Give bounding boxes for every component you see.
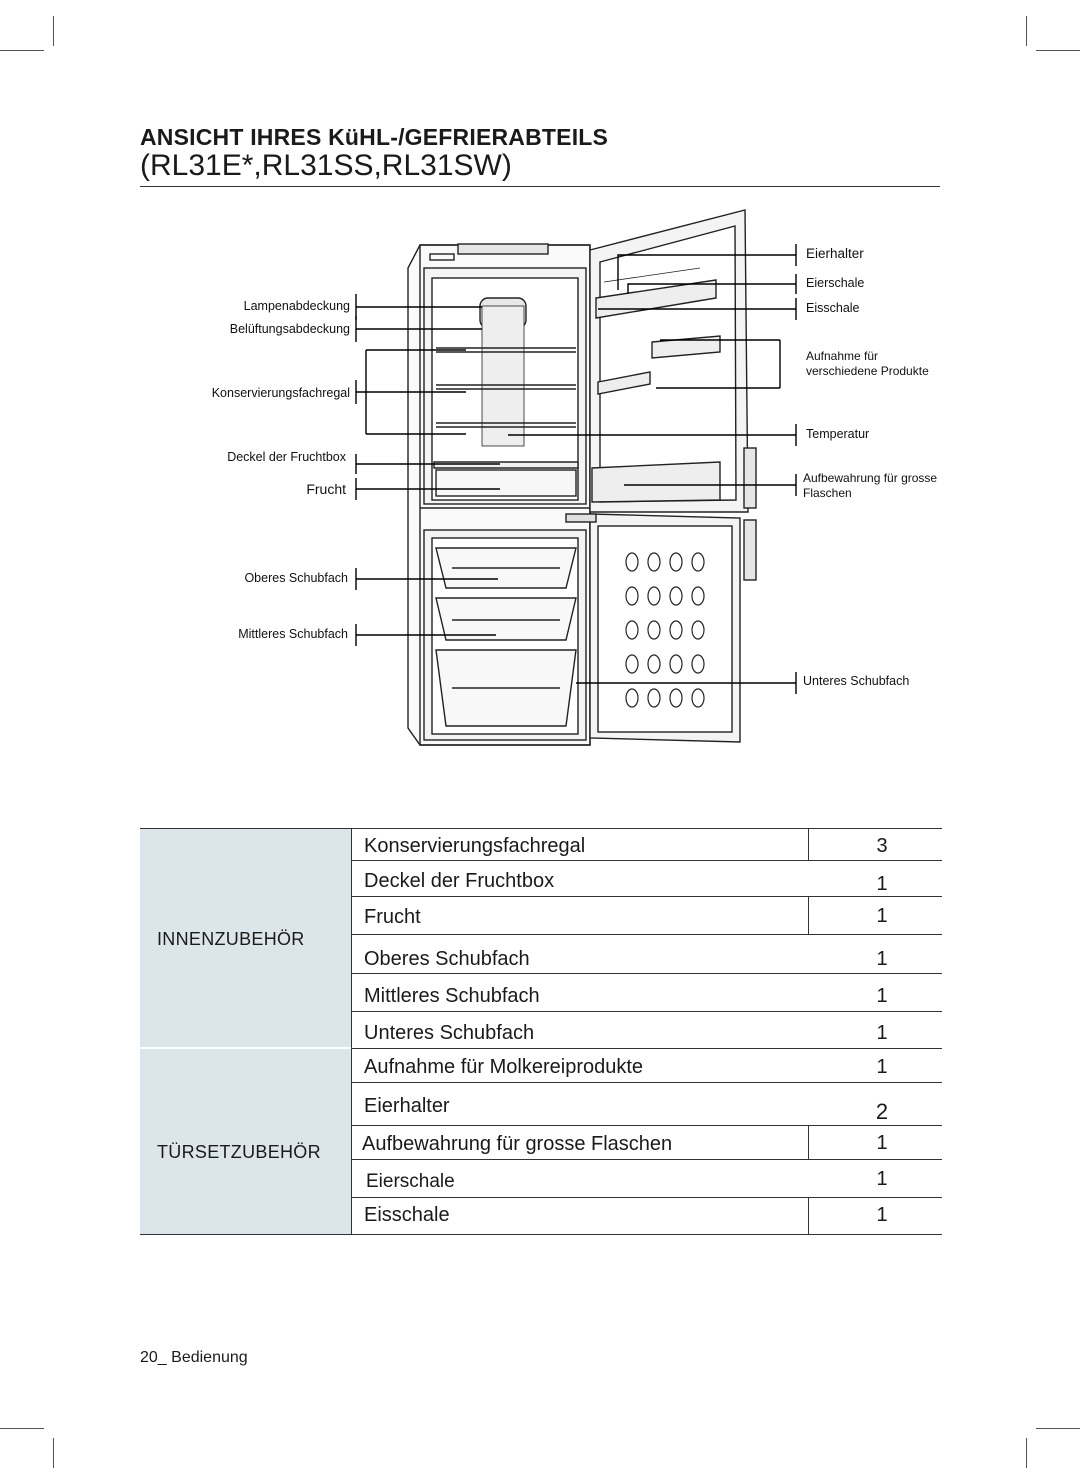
row-name: Unteres Schubfach bbox=[364, 1022, 535, 1044]
qty-column-divider bbox=[808, 1198, 809, 1234]
row-name: Aufbewahrung für grosse Flaschen bbox=[362, 1133, 673, 1155]
freezer-door-dimple bbox=[669, 586, 683, 606]
fridge-diagram bbox=[355, 209, 797, 746]
crop-mark bbox=[0, 1428, 44, 1429]
qty-column-divider bbox=[808, 828, 809, 861]
qty-column-divider bbox=[808, 1126, 809, 1160]
row-qty: 2 bbox=[875, 1099, 889, 1124]
freezer-door-dimple bbox=[625, 586, 639, 606]
label-unteres-schubfach: Unteres Schubfach bbox=[803, 674, 910, 688]
table-row: Aufnahme für Molkereiprodukte 1 bbox=[352, 1049, 942, 1083]
label-temperatur: Temperatur bbox=[806, 427, 870, 441]
row-qty: 1 bbox=[876, 905, 888, 927]
freezer-door-dimple bbox=[669, 654, 683, 674]
row-name: Eisschale bbox=[364, 1204, 450, 1226]
row-name: Deckel der Fruchtbox bbox=[364, 870, 555, 892]
row-name: Frucht bbox=[364, 906, 421, 928]
table-bottom-border bbox=[140, 1234, 352, 1235]
freezer-door-dimple bbox=[691, 552, 705, 572]
label-eierschale: Eierschale bbox=[806, 276, 865, 290]
row-qty: 1 bbox=[876, 1056, 888, 1078]
label-konservierungsfachregal: Konservierungsfachregal bbox=[211, 386, 350, 400]
table-row: Eierhalter 2 bbox=[352, 1083, 942, 1126]
category-tuersetzubehoer: TÜRSETZUBEHÖR bbox=[140, 1049, 352, 1234]
label-belueftungsabdeckung: Belüftungsabdeckung bbox=[229, 322, 350, 336]
crop-mark bbox=[1036, 1428, 1080, 1429]
label-deckel-fruchtbox: Deckel der Fruchtbox bbox=[227, 450, 346, 464]
category-label: TÜRSETZUBEHÖR bbox=[157, 1142, 321, 1162]
table-row: Mittleres Schubfach 1 bbox=[352, 974, 942, 1012]
crop-mark bbox=[0, 50, 44, 51]
label-frucht: Frucht bbox=[306, 481, 346, 497]
label-aufnahme-line2: verschiedene Produkte bbox=[806, 364, 929, 378]
row-name: Konservierungsfachregal bbox=[364, 835, 586, 857]
table-row: Eierschale 1 bbox=[352, 1160, 942, 1198]
page-subtitle: (RL31E*,RL31SS,RL31SW) bbox=[140, 149, 512, 182]
freezer-door-dimple bbox=[647, 654, 661, 674]
label-oberes-schubfach: Oberes Schubfach bbox=[244, 571, 348, 585]
category-label: INNENZUBEHÖR bbox=[157, 929, 305, 949]
row-name: Aufnahme für Molkereiprodukte bbox=[364, 1056, 644, 1078]
label-eisschale: Eisschale bbox=[806, 301, 860, 315]
freezer-door-dimple bbox=[691, 688, 705, 708]
crop-mark bbox=[1036, 50, 1080, 51]
row-qty: 1 bbox=[876, 873, 888, 895]
crop-mark bbox=[53, 1438, 54, 1468]
freezer-door-dimple bbox=[691, 654, 705, 674]
freezer-door-dimple bbox=[691, 586, 705, 606]
label-mittleres-schubfach: Mittleres Schubfach bbox=[238, 627, 348, 641]
freezer-door-dimple bbox=[669, 552, 683, 572]
row-qty: 3 bbox=[876, 835, 888, 857]
table-row: Aufbewahrung für grosse Flaschen 1 bbox=[352, 1126, 942, 1160]
row-qty: 1 bbox=[876, 1168, 888, 1190]
label-flaschen-line1: Aufbewahrung für grosse bbox=[803, 471, 938, 485]
row-name: Mittleres Schubfach bbox=[364, 985, 540, 1007]
freezer-door-dimple bbox=[625, 654, 639, 674]
title-divider bbox=[140, 186, 940, 187]
label-eierhalter: Eierhalter bbox=[806, 246, 864, 261]
freezer-door-dimple bbox=[625, 552, 639, 572]
label-flaschen-line2: Flaschen bbox=[803, 486, 852, 500]
page-footer: 20_ Bedienung bbox=[140, 1349, 248, 1366]
table-column-divider bbox=[351, 828, 352, 1234]
crop-mark bbox=[1026, 1438, 1027, 1468]
row-qty: 1 bbox=[876, 1022, 888, 1044]
freezer-door-dimple bbox=[647, 586, 661, 606]
qty-column-divider bbox=[808, 897, 809, 935]
freezer-door-dimple bbox=[647, 552, 661, 572]
freezer-door-dimple bbox=[647, 688, 661, 708]
table-row: Frucht 1 bbox=[352, 897, 942, 935]
row-qty: 1 bbox=[876, 1204, 888, 1226]
freezer-door-dimple bbox=[625, 688, 639, 708]
row-qty: 1 bbox=[876, 948, 888, 970]
crop-mark bbox=[1026, 16, 1027, 46]
category-innenzubehoer: INNENZUBEHÖR bbox=[140, 828, 352, 1047]
freezer-door-dimple bbox=[691, 620, 705, 640]
freezer-door-dimple bbox=[669, 688, 683, 708]
freezer-door-dimple bbox=[647, 620, 661, 640]
table-row: Eisschale 1 bbox=[352, 1198, 942, 1235]
row-name: Eierschale bbox=[366, 1171, 455, 1192]
row-qty: 1 bbox=[876, 1132, 888, 1154]
label-lampenabdeckung: Lampenabdeckung bbox=[243, 299, 350, 313]
table-row: Oberes Schubfach 1 bbox=[352, 935, 942, 974]
table-row: Konservierungsfachregal 3 bbox=[352, 828, 942, 861]
table-top-border bbox=[140, 828, 942, 829]
row-name: Oberes Schubfach bbox=[364, 948, 530, 970]
table-row: Unteres Schubfach 1 bbox=[352, 1012, 942, 1049]
row-name: Eierhalter bbox=[364, 1095, 450, 1117]
freezer-door-dimple bbox=[669, 620, 683, 640]
page-title: ANSICHT IHRES KüHL-/GEFRIERABTEILS bbox=[140, 124, 609, 150]
label-aufnahme-line1: Aufnahme für bbox=[806, 349, 879, 363]
row-qty: 1 bbox=[876, 985, 888, 1007]
crop-mark bbox=[53, 16, 54, 46]
table-row: Deckel der Fruchtbox 1 bbox=[352, 861, 942, 897]
freezer-door-dimple bbox=[625, 620, 639, 640]
